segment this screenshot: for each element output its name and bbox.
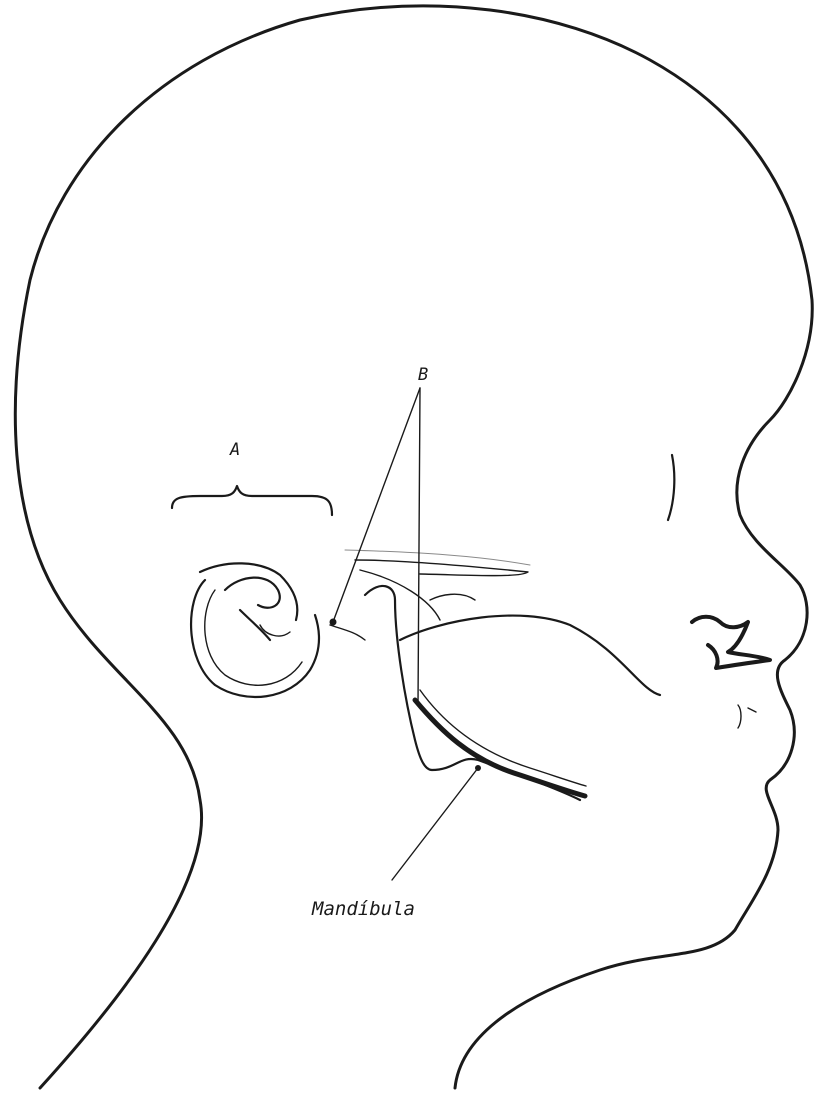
head-outline xyxy=(15,6,812,1088)
leader-b-ear-dot xyxy=(330,619,337,626)
label-mandibula: Mandíbula xyxy=(311,898,415,920)
ear-inner xyxy=(205,590,302,685)
leader-b-to-mandible xyxy=(418,388,420,705)
bracket-a xyxy=(172,486,332,515)
label-b: B xyxy=(418,365,428,385)
eye-mark xyxy=(668,455,674,520)
zygomatic-line xyxy=(345,550,530,565)
ear-concha xyxy=(225,578,280,640)
mandible-condyle xyxy=(330,625,365,640)
maxilla-line xyxy=(360,570,475,620)
zygomatic-arch xyxy=(355,560,528,576)
label-a: A xyxy=(229,440,240,460)
lip-mark xyxy=(738,705,756,728)
leader-mandibula xyxy=(392,768,478,880)
cheek-curve xyxy=(400,616,660,695)
leader-mandibula-dot xyxy=(475,765,481,771)
nostril xyxy=(692,617,770,668)
